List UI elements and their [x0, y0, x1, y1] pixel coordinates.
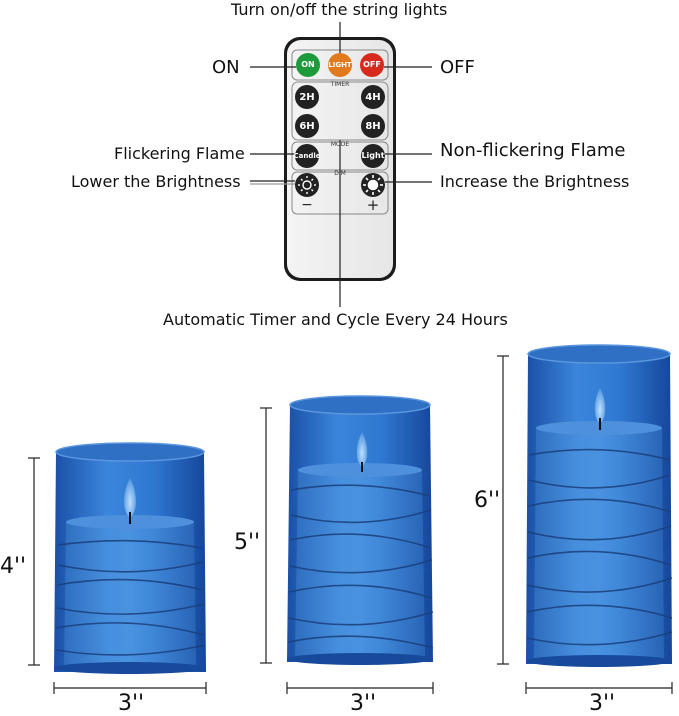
timer-8h-button[interactable] — [361, 114, 385, 138]
leader-lines — [250, 22, 432, 307]
callout-off: OFF — [440, 57, 475, 78]
on-button-label: ON — [301, 60, 315, 69]
off-button[interactable] — [360, 53, 384, 77]
dim-label: DIM — [334, 170, 346, 177]
on-button[interactable] — [296, 53, 320, 77]
light-mode-label: Light — [361, 151, 385, 160]
timer-4h-label: 4H — [365, 92, 381, 103]
plus-sign: + — [366, 196, 380, 214]
timer-label: TIMER — [330, 81, 350, 88]
large-height-label: 6'' — [474, 488, 501, 513]
light-button[interactable] — [328, 53, 352, 77]
light-button-label: LIGHT — [328, 61, 352, 69]
timer-6h-button[interactable] — [295, 114, 319, 138]
minus-sign: − — [301, 197, 313, 213]
callout-increase-brightness: Increase the Brightness — [440, 172, 630, 191]
callout-flickering: Flickering Flame — [114, 144, 245, 163]
timer-4h-button[interactable] — [361, 85, 385, 109]
callout-string-lights: Turn on/off the string lights — [231, 0, 448, 19]
medium-width-label: 3'' — [350, 691, 377, 716]
timer-6h-label: 6H — [299, 121, 315, 132]
off-button-label: OFF — [363, 60, 381, 69]
sun-dim-icon — [298, 176, 316, 194]
candle-mode-label: Candle — [293, 152, 321, 160]
large-width-label: 3'' — [589, 691, 616, 716]
small-height-label: 4'' — [0, 554, 27, 579]
callout-auto-timer: Automatic Timer and Cycle Every 24 Hours — [163, 310, 508, 329]
timer-2h-label: 2H — [299, 92, 315, 103]
small-width-label: 3'' — [118, 691, 145, 716]
medium-candle — [287, 395, 434, 665]
sun-bright-icon — [363, 175, 383, 195]
light-mode-button[interactable] — [361, 144, 385, 168]
mode-label: MODE — [330, 141, 350, 148]
timer-2h-button[interactable] — [295, 85, 319, 109]
candle-mode-button[interactable] — [295, 144, 319, 168]
callout-on: ON — [212, 57, 240, 78]
small-candle — [54, 442, 206, 674]
timer-8h-label: 8H — [365, 121, 381, 132]
callout-non-flickering: Non-flickering Flame — [440, 140, 626, 161]
callout-lower-brightness: Lower the Brightness — [71, 172, 241, 191]
medium-height-label: 5'' — [234, 530, 261, 555]
large-candle — [526, 344, 673, 667]
dimension-lines — [28, 355, 673, 694]
